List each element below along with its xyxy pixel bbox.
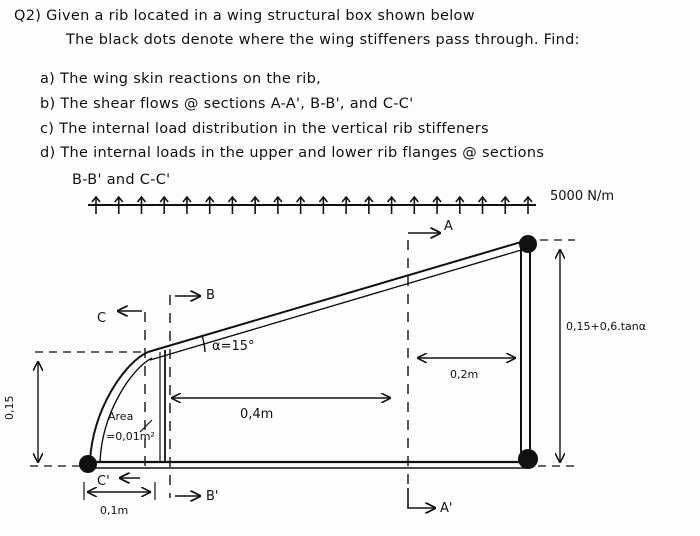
load-arrows <box>91 195 533 214</box>
load-arrow <box>296 195 306 214</box>
load-arrow <box>432 195 442 214</box>
section-b-label: B <box>206 288 215 303</box>
section-a-prime-label: A' <box>440 501 452 516</box>
dimension-bottom-left: 0,1m <box>83 482 156 517</box>
load-arrow <box>455 195 465 214</box>
load-arrow <box>341 195 351 214</box>
question-item-d-continued: B-B' and C-C' <box>72 172 171 188</box>
load-arrow <box>205 195 215 214</box>
leading-edge-skin <box>89 351 149 463</box>
area-label-line1: Area <box>108 410 133 423</box>
bottom-left-label: 0,1m <box>100 504 128 517</box>
load-arrow <box>386 195 397 214</box>
load-arrow <box>500 195 510 214</box>
load-arrow <box>250 195 260 214</box>
angle-label: α=15° <box>212 339 255 354</box>
question-item-d: d) The internal loads in the upper and l… <box>40 145 545 161</box>
upper-flange-inner <box>149 247 529 361</box>
section-a-label: A <box>444 219 453 234</box>
right-dim-label: 0,2m <box>450 368 478 381</box>
question-item-c: c) The internal load distribution in the… <box>40 121 489 137</box>
right-height-label: 0,15+0,6.tanα <box>566 320 646 333</box>
load-arrow <box>273 195 283 214</box>
distributed-load: 5000 N/m <box>88 189 614 214</box>
load-arrow <box>227 195 238 214</box>
load-arrow <box>409 195 419 214</box>
section-c-prime-label: C' <box>97 474 110 489</box>
section-b-b: B B' <box>169 288 219 504</box>
area-label-line2: =0,01m² <box>106 430 155 443</box>
load-arrow <box>318 195 328 214</box>
area-leader-line <box>139 419 153 433</box>
area-annotation: Area =0,01m² <box>106 410 155 443</box>
question-item-b: b) The shear flows @ sections A-A', B-B'… <box>40 96 414 112</box>
section-a-prime-arrow <box>407 488 435 508</box>
leading-edge-inner <box>99 357 153 463</box>
question-item-a: a) The wing skin reactions on the rib, <box>40 71 322 87</box>
middle-dim-label: 0,4m <box>240 407 273 422</box>
dimension-left-height: 0,15 <box>3 362 38 462</box>
load-arrow <box>114 195 124 214</box>
dimension-right: 0,2m <box>418 358 515 381</box>
stiffener-dot-rear-lower <box>518 449 538 469</box>
section-c-label: C <box>97 311 106 326</box>
angle-arc <box>201 335 206 353</box>
load-arrow <box>136 195 147 214</box>
section-a-a: A A' <box>407 219 453 516</box>
stiffener-dot-rear-upper <box>519 235 537 253</box>
load-arrow <box>159 195 169 214</box>
load-arrow <box>523 195 533 214</box>
load-arrow <box>91 195 101 214</box>
load-label: 5000 N/m <box>550 189 614 204</box>
section-b-prime-label: B' <box>206 489 219 504</box>
rib-outline <box>79 235 538 473</box>
load-arrow <box>477 195 488 214</box>
load-arrow <box>182 195 192 214</box>
left-height-label: 0,15 <box>3 396 16 421</box>
load-arrow <box>364 195 374 214</box>
question-title-continued: The black dots denote where the wing sti… <box>66 32 580 48</box>
question-title: Q2) Given a rib located in a wing struct… <box>14 8 475 24</box>
angle-annotation: α=15° <box>201 335 255 354</box>
section-c-c: C C' <box>97 311 146 489</box>
dimension-right-height: 0,15+0,6.tanα <box>560 250 646 462</box>
upper-flange <box>147 239 529 353</box>
stiffener-dot-front <box>79 455 97 473</box>
dimension-middle: 0,4m <box>172 398 390 422</box>
